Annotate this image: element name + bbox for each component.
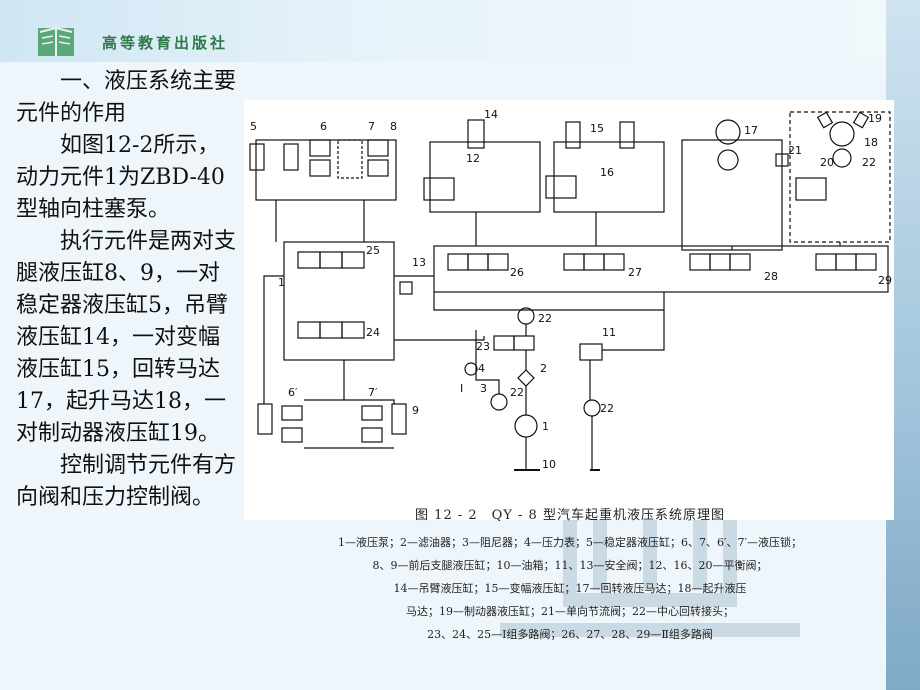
- publisher-name: 高等教育出版社: [102, 34, 229, 52]
- boom-cylinder-14: [467, 119, 485, 149]
- label-22c: 22: [510, 386, 524, 399]
- paragraph-control-elements: 控制调节元件有方向阀和压力控制阀。: [16, 453, 237, 510]
- label-28: 28: [764, 270, 778, 283]
- stabilizer-frame: [255, 139, 397, 201]
- valve-29: [815, 253, 877, 271]
- hydraulic-lock-6-7: [309, 139, 389, 179]
- paragraph-power-element: 如图12-2所示，动力元件1为ZBD-40型轴向柱塞泵。: [16, 133, 225, 222]
- label-11: 11: [602, 326, 616, 339]
- label-22d: 22: [600, 402, 614, 415]
- label-5: 5: [250, 120, 257, 133]
- label-18: 18: [864, 136, 878, 149]
- label-22b: 22: [538, 312, 552, 325]
- legend-line: 8、9—前后支腿液压缸；10—油箱；11、13—安全阀；12、16、20—平衡阀…: [372, 559, 768, 572]
- label-I: I: [460, 382, 463, 395]
- balance-valve-16: [545, 175, 577, 199]
- label-6: 6: [320, 120, 327, 133]
- brake-cylinder-19a: [816, 111, 834, 129]
- label-3: 3: [480, 382, 487, 395]
- label-1-group: 1: [278, 276, 285, 289]
- label-17: 17: [744, 124, 758, 137]
- hydraulic-schematic-svg: 5 6 7 8 14 12 15 16 17 21 19 18 20 22 25…: [249, 108, 907, 471]
- hoist-motor-18: [829, 121, 855, 147]
- label-7p: 7′: [368, 386, 378, 399]
- label-14: 14: [484, 108, 498, 121]
- label-12: 12: [466, 152, 480, 165]
- valve-group-I: [283, 241, 395, 361]
- hoist-frame: [789, 111, 891, 243]
- slewing-frame: [681, 139, 783, 251]
- safety-valve-13: [399, 281, 413, 295]
- boom-frame: [429, 141, 541, 213]
- balance-valve-12: [423, 177, 455, 201]
- valve-group-II: [433, 245, 889, 293]
- valve-25: [297, 251, 365, 269]
- luffing-cylinder-15a: [565, 121, 581, 149]
- brake-cylinder-19b: [852, 111, 870, 129]
- paragraph-actuators: 执行元件是两对支腿液压缸8、9，一对稳定器液压缸5，吊臂液压缸14，一对变幅液压…: [16, 229, 237, 446]
- label-1: 1: [542, 420, 549, 433]
- label-19: 19: [868, 112, 882, 125]
- label-27: 27: [628, 266, 642, 279]
- label-20: 20: [820, 156, 834, 169]
- legend-line: 23、24、25—Ⅰ组多路阀；26、27、28、29—Ⅱ组多路阀: [427, 628, 713, 641]
- rotary-joint-22b: [490, 393, 508, 411]
- label-21: 21: [788, 144, 802, 157]
- label-13: 13: [412, 256, 426, 269]
- valve-24: [297, 321, 365, 339]
- luffing-cylinder-15b: [619, 121, 635, 149]
- slew-joint: [717, 149, 739, 171]
- label-23: 23: [476, 340, 490, 353]
- label-7: 7: [368, 120, 375, 133]
- label-16: 16: [600, 166, 614, 179]
- section-heading: 一、液压系统主要元件的作用: [16, 69, 237, 126]
- header-band: [0, 0, 920, 62]
- label-4: 4: [478, 362, 485, 375]
- hydraulic-diagram: 5 6 7 8 14 12 15 16 17 21 19 18 20 22 25…: [244, 100, 907, 520]
- balance-valve-20: [795, 177, 827, 201]
- label-15: 15: [590, 122, 604, 135]
- luffing-frame: [553, 141, 665, 213]
- label-22a: 22: [862, 156, 876, 169]
- valve-23: [493, 335, 535, 351]
- label-8: 8: [390, 120, 397, 133]
- book-logo-icon: [38, 26, 74, 56]
- slew-motor-17: [715, 119, 741, 145]
- pressure-gauge-4: [464, 362, 478, 376]
- outrigger-cylinders-8-9: [257, 403, 407, 443]
- label-25: 25: [366, 244, 380, 257]
- stabilizer-cylinders-5: [249, 143, 299, 171]
- label-9: 9: [412, 404, 419, 417]
- valve-28: [689, 253, 751, 271]
- legend-line: 1—液压泵；2—滤油器；3—阻尼器；4—压力表；5—稳定器液压缸；6、7、6′、…: [338, 536, 802, 549]
- label-2: 2: [540, 362, 547, 375]
- rotary-joint-22c: [583, 399, 601, 417]
- label-29: 29: [878, 274, 892, 287]
- label-10: 10: [542, 458, 556, 471]
- label-6p: 6′: [288, 386, 298, 399]
- throttle-valve-21: [775, 153, 789, 167]
- body-text: 一、液压系统主要元件的作用 如图12-2所示，动力元件1为ZBD-40型轴向柱塞…: [16, 66, 240, 514]
- legend-line: 马达；19—制动器液压缸；21—单向节流阀；22—中心回转接头；: [406, 605, 734, 618]
- valve-27: [563, 253, 625, 271]
- filter-2: [517, 369, 535, 387]
- valve-26: [447, 253, 509, 271]
- hoist-joint-22: [832, 148, 852, 168]
- label-26: 26: [510, 266, 524, 279]
- figure-title: 图 12 - 2 QY - 8 型汽车起重机液压系统原理图: [415, 508, 725, 523]
- figure-caption: 图 12 - 2 QY - 8 型汽车起重机液压系统原理图 1—液压泵；2—滤油…: [250, 500, 890, 648]
- legend-line: 14—吊臂液压缸；15—变幅液压缸；17—回转液压马达；18—起升液压: [393, 582, 747, 595]
- label-24: 24: [366, 326, 380, 339]
- safety-valve-11: [579, 343, 603, 361]
- pump-1: [514, 414, 538, 438]
